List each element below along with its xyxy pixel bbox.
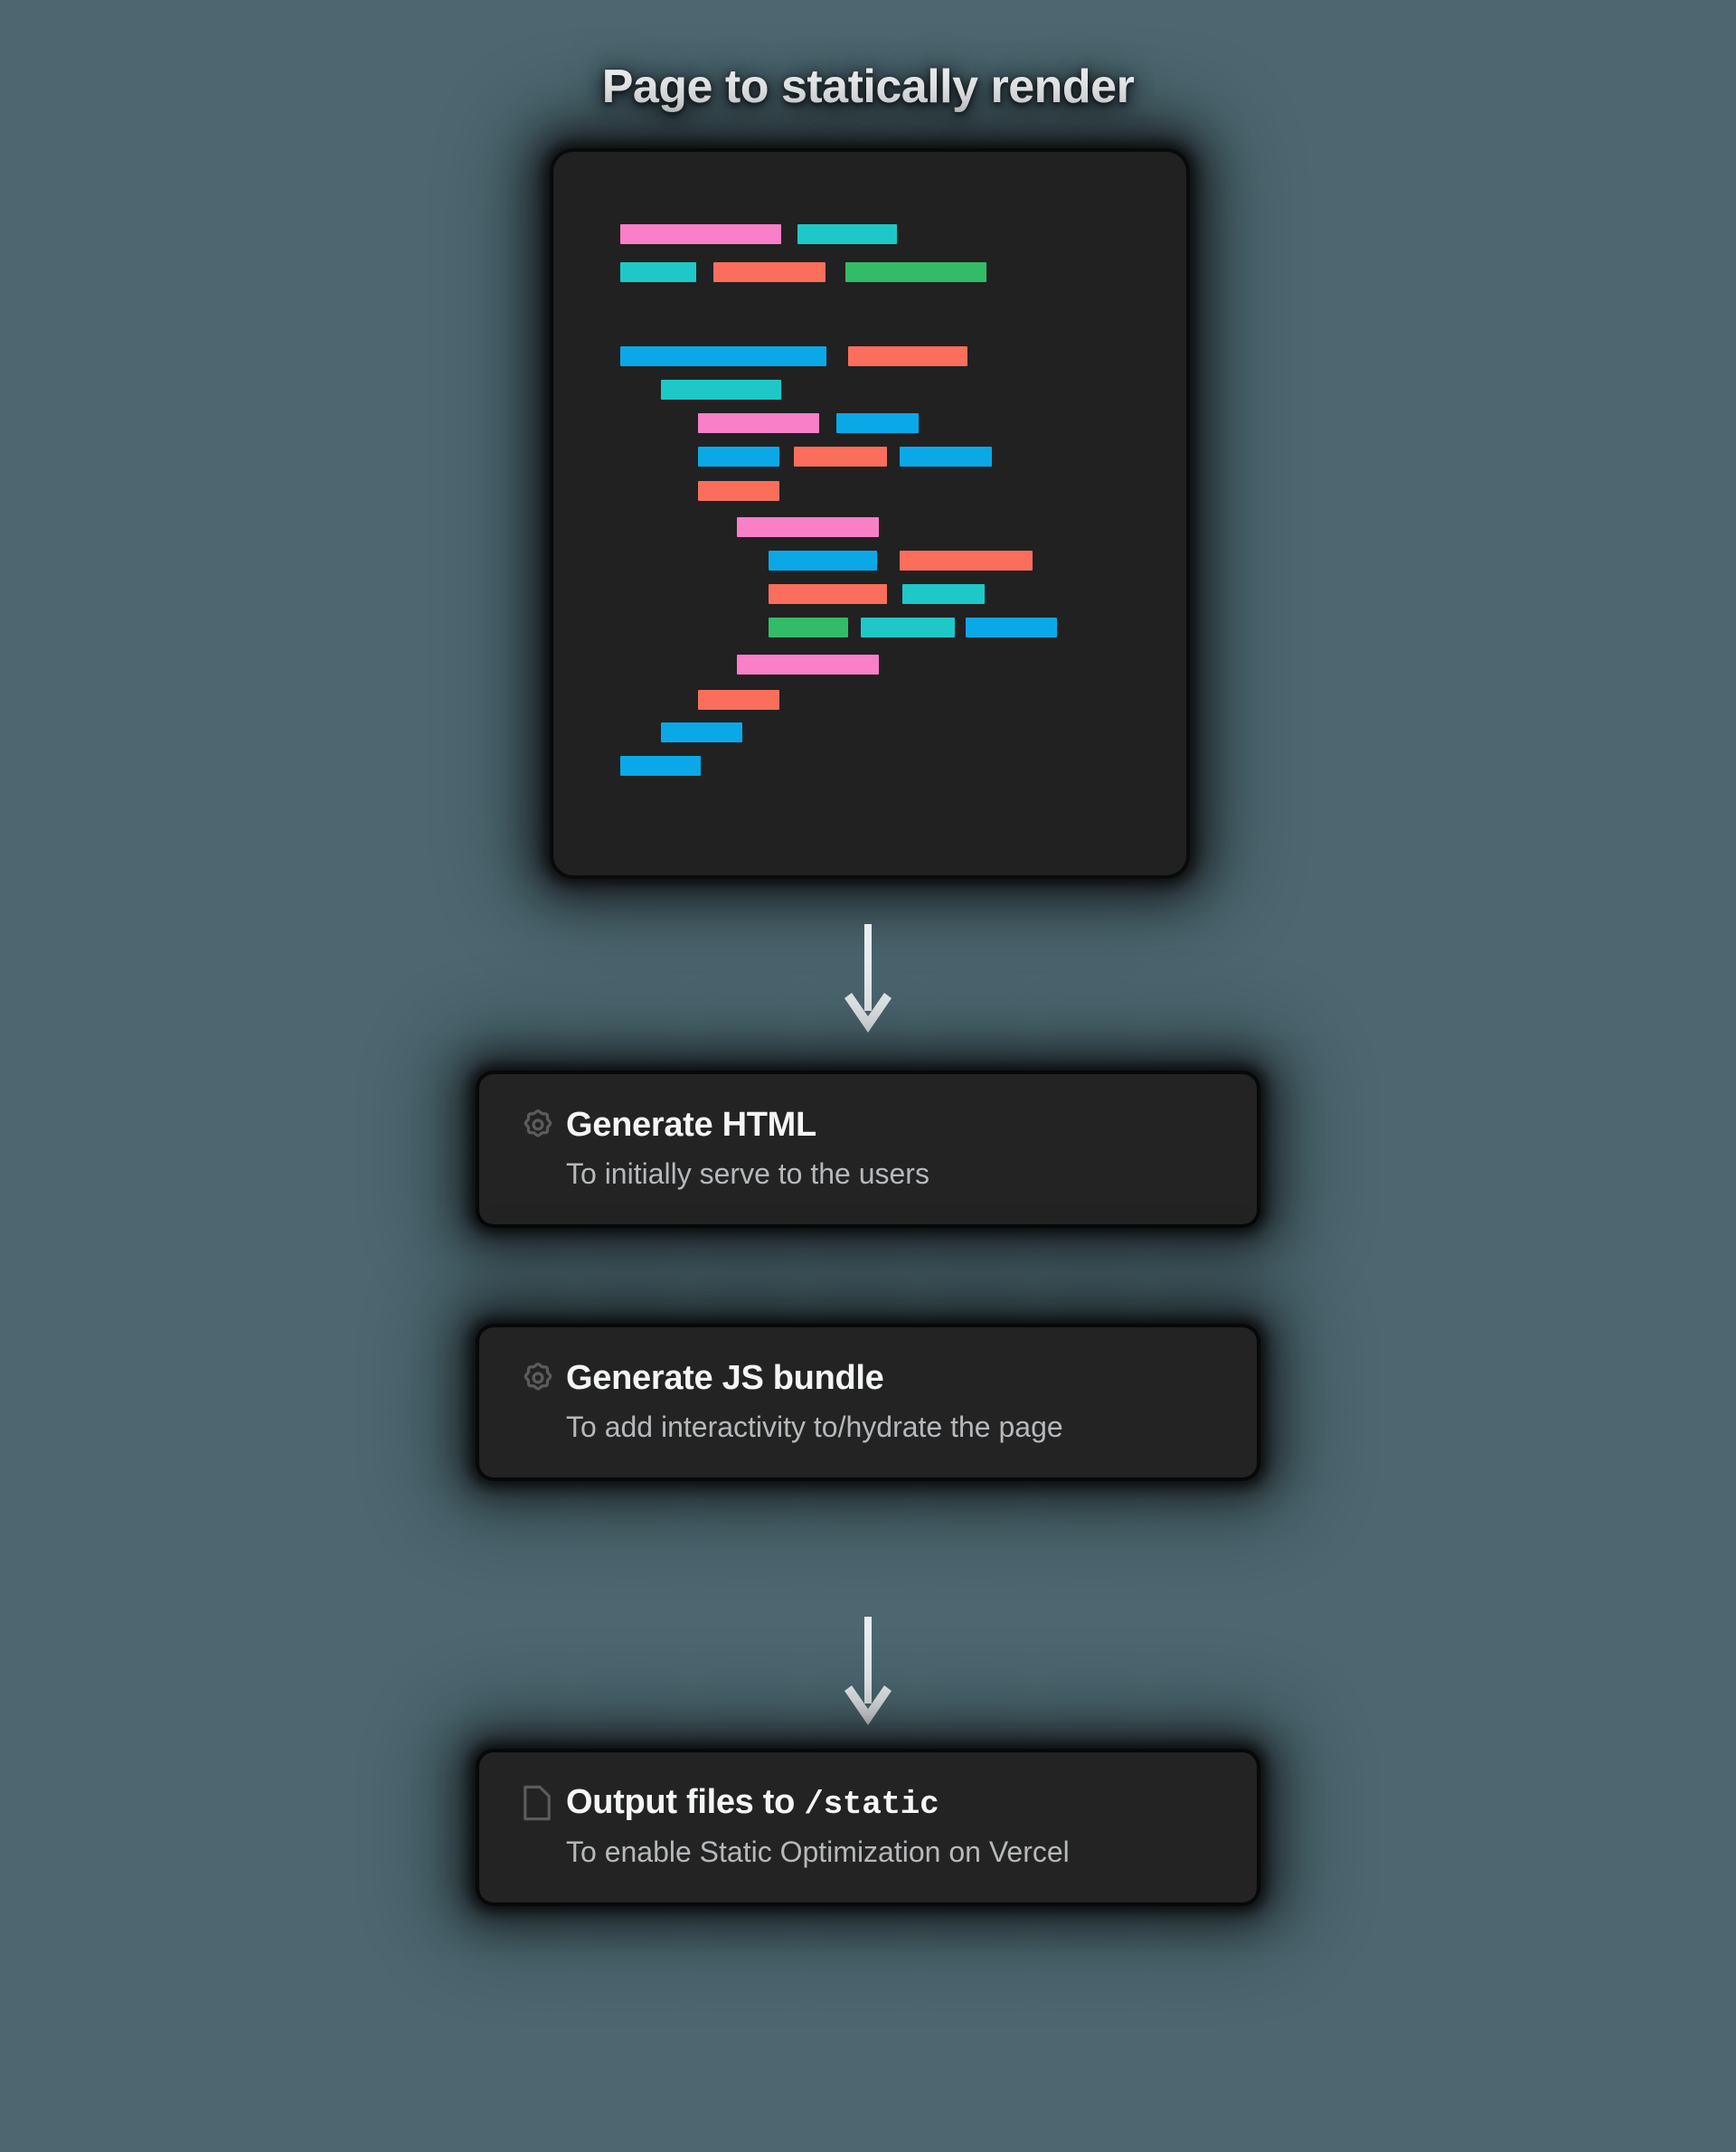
code-line [553,655,1186,675]
code-token [845,262,986,282]
code-line [553,380,1186,400]
code-token [620,262,696,282]
code-line [553,262,1186,282]
code-token [794,447,887,467]
card-title: Output files to /static [566,1783,939,1823]
card-generate-js-bundle[interactable]: Generate JS bundle To add interactivity … [479,1327,1257,1478]
code-token [769,551,877,571]
page-title: Page to statically render [601,61,1135,113]
code-line [553,224,1186,244]
gear-icon [515,1105,566,1145]
code-token-rows [553,152,1186,875]
code-token [620,224,781,244]
code-token [836,413,919,433]
card-header: Generate JS bundle [515,1358,1221,1398]
code-token [900,447,992,467]
arrow-code-to-generate-html [841,924,895,1040]
code-line [553,618,1186,637]
page-source-code-preview [553,152,1186,875]
card-title-text: Generate HTML [566,1105,816,1144]
code-line [553,690,1186,710]
code-token [698,690,779,710]
arrow-js-bundle-to-output [841,1617,895,1732]
card-description: To add interactivity to/hydrate the page [566,1411,1063,1443]
code-line [553,346,1186,366]
code-token [769,584,887,604]
card-title-text: Output files to [566,1783,805,1821]
code-token [861,618,955,637]
code-line [553,413,1186,433]
card-header: Output files to /static [515,1783,1221,1823]
code-token [769,618,848,637]
code-line [553,447,1186,467]
code-token [620,756,701,776]
gear-icon [515,1358,566,1398]
card-title-text: Generate JS bundle [566,1358,884,1397]
card-description: To initially serve to the users [566,1157,929,1190]
code-token [698,481,779,501]
code-token [620,346,826,366]
code-token [902,584,985,604]
code-line [553,722,1186,742]
code-token [900,551,1033,571]
card-generate-html[interactable]: Generate HTML To initially serve to the … [479,1074,1257,1225]
card-title-mono-path: /static [804,1786,939,1823]
code-token [848,346,967,366]
code-line [553,481,1186,501]
code-token [797,224,897,244]
code-token [966,618,1057,637]
file-icon [515,1783,566,1823]
code-line [553,756,1186,776]
code-token [713,262,826,282]
code-token [661,722,742,742]
code-token [661,380,781,400]
code-line [553,551,1186,571]
card-output-files-static[interactable]: Output files to /static To enable Static… [479,1752,1257,1903]
card-title: Generate HTML [566,1106,816,1145]
code-line [553,584,1186,604]
card-description: To enable Static Optimization on Vercel [566,1836,1070,1868]
code-token [698,447,779,467]
code-line [553,517,1186,537]
code-token [698,413,819,433]
code-token [737,517,879,537]
card-title: Generate JS bundle [566,1358,884,1398]
code-token [737,655,879,675]
card-header: Generate HTML [515,1105,1221,1145]
